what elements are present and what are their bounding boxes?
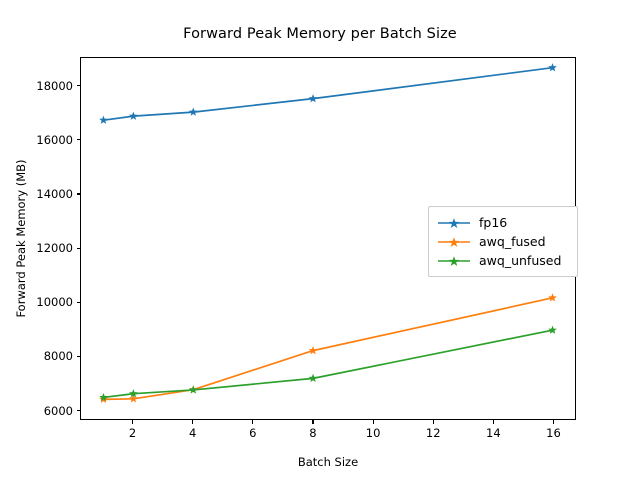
x-tick-mark <box>312 420 314 424</box>
y-tick-label: 8000 <box>43 349 73 364</box>
data-point-marker <box>308 94 318 103</box>
series-fp16 <box>99 63 557 124</box>
x-tick-label: 4 <box>189 426 197 440</box>
x-tick-label: 2 <box>128 426 137 440</box>
legend-item-fp16[interactable]: fp16 <box>437 213 569 232</box>
legend-label-fp16: fp16 <box>479 215 508 230</box>
data-point-marker <box>548 293 557 302</box>
series-line-awq_unfused <box>103 329 553 399</box>
y-tick-label: 6000 <box>43 403 73 418</box>
legend-item-awq-unfused[interactable]: awq_unfused <box>437 251 569 270</box>
y-tick-mark <box>76 139 80 141</box>
series-line-fp16 <box>103 66 553 122</box>
y-tick-mark <box>76 193 80 195</box>
data-point-marker <box>99 392 108 402</box>
chart-title: Forward Peak Memory per Batch Size <box>183 26 457 42</box>
data-point-marker <box>548 63 557 72</box>
x-tick-mark <box>492 420 494 424</box>
y-tick-label: 10000 <box>36 295 73 310</box>
data-point-marker <box>308 346 318 355</box>
legend-label-awq-fused: awq_fused <box>479 234 546 249</box>
data-point-marker <box>99 115 108 124</box>
y-tick-mark <box>76 247 80 249</box>
x-tick-mark <box>192 420 194 424</box>
data-point-marker <box>548 325 557 334</box>
y-tick-label: 12000 <box>36 241 73 256</box>
series-awq_fused <box>99 293 557 404</box>
y-tick-label: 16000 <box>36 132 73 147</box>
x-tick-label: 8 <box>309 426 317 440</box>
y-tick-label: 18000 <box>36 78 73 93</box>
legend-swatch-fp16 <box>438 217 470 228</box>
y-tick-label: 14000 <box>36 186 73 201</box>
legend-swatch-awq-unfused <box>438 255 470 266</box>
legend-label-awq-unfused: awq_unfused <box>479 253 562 268</box>
series-plot <box>99 63 557 404</box>
x-tick-mark <box>372 420 374 424</box>
data-point-marker <box>129 394 138 403</box>
x-tick-mark <box>132 420 134 424</box>
x-axis-label: Batch Size <box>297 455 359 469</box>
series-awq_unfused <box>99 325 557 402</box>
x-tick-label: 16 <box>546 426 561 440</box>
legend-swatch-awq-fused <box>438 236 470 247</box>
y-tick-mark <box>76 410 80 412</box>
x-tick-mark <box>552 420 555 424</box>
x-tick-label: 12 <box>425 426 441 440</box>
data-point-marker <box>188 107 198 116</box>
y-tick-mark <box>76 301 80 303</box>
x-tick-label: 10 <box>365 426 381 440</box>
data-point-marker <box>129 111 138 120</box>
legend: fp16 awq_fused awq_unfused <box>428 206 578 277</box>
x-tick-mark <box>432 420 434 424</box>
data-point-marker <box>308 373 318 383</box>
series-line-awq_fused <box>103 297 553 401</box>
y-tick-mark <box>76 355 80 357</box>
x-tick-mark <box>252 420 254 424</box>
x-tick-label: 6 <box>249 426 257 440</box>
y-tick-mark <box>76 85 80 87</box>
x-tick-label: 14 <box>486 426 501 440</box>
legend-item-awq-fused[interactable]: awq_fused <box>437 232 569 251</box>
data-point-marker <box>129 389 138 398</box>
data-point-marker <box>188 385 198 394</box>
y-axis-label: Forward Peak Memory (MB) <box>14 159 28 318</box>
